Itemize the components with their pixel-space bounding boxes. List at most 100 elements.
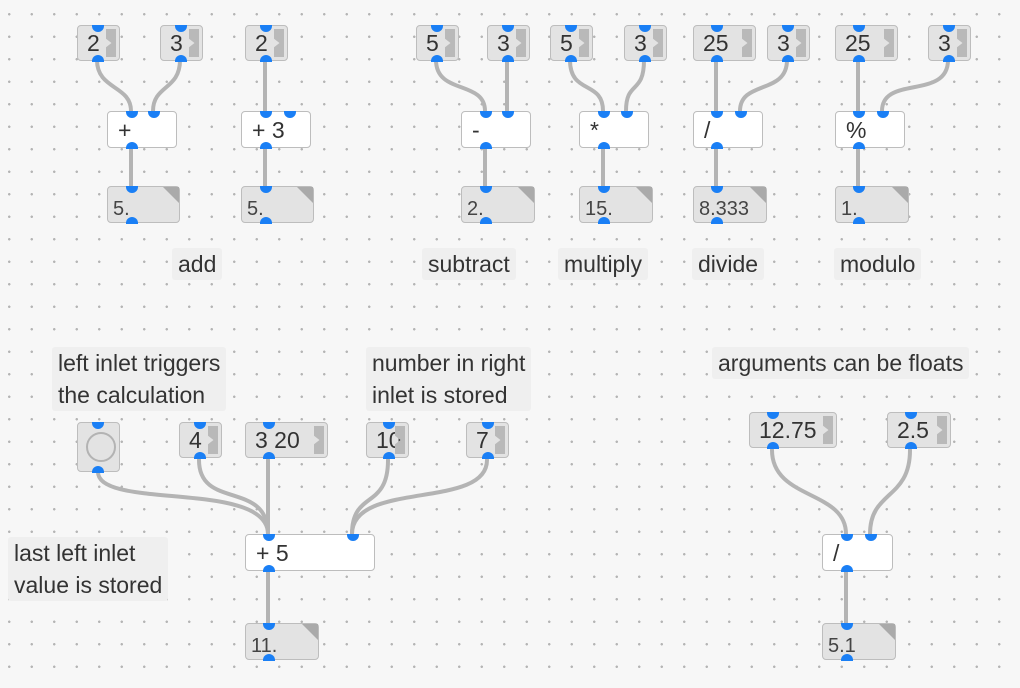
outlet[interactable] — [598, 216, 610, 224]
number-box[interactable]: 1. — [835, 185, 909, 224]
inlet[interactable] — [853, 110, 865, 118]
outlet[interactable] — [767, 441, 779, 449]
outlet[interactable] — [480, 141, 492, 149]
outlet[interactable] — [260, 141, 272, 149]
inlet[interactable] — [565, 24, 577, 32]
inlet[interactable] — [598, 185, 610, 193]
inlet[interactable] — [711, 110, 723, 118]
inlet[interactable] — [431, 24, 443, 32]
object-minus[interactable]: - — [461, 110, 531, 149]
number-box[interactable]: 2. — [461, 185, 535, 224]
number-box[interactable]: 5. — [241, 185, 314, 224]
message-box[interactable]: 4 — [179, 421, 222, 459]
inlet[interactable] — [383, 421, 395, 429]
inlet[interactable] — [263, 421, 275, 429]
object-plus-5[interactable]: + 5 — [245, 533, 375, 572]
message-box[interactable]: 3 — [767, 24, 810, 62]
inlet[interactable] — [711, 185, 723, 193]
object-divide[interactable]: / — [693, 110, 763, 149]
message-box[interactable]: 2.5 — [887, 411, 951, 449]
number-box[interactable]: 15. — [579, 185, 653, 224]
bang-button[interactable] — [77, 421, 120, 473]
outlet[interactable] — [126, 141, 138, 149]
outlet[interactable] — [853, 141, 865, 149]
object-multiply[interactable]: * — [579, 110, 649, 149]
outlet[interactable] — [711, 54, 723, 62]
outlet[interactable] — [194, 451, 206, 459]
object-modulo[interactable]: % — [835, 110, 905, 149]
outlet[interactable] — [502, 54, 514, 62]
inlet[interactable] — [782, 24, 794, 32]
outlet[interactable] — [853, 54, 865, 62]
inlet[interactable] — [126, 110, 138, 118]
inlet[interactable] — [260, 24, 272, 32]
inlet[interactable] — [92, 24, 104, 32]
outlet[interactable] — [482, 451, 494, 459]
outlet[interactable] — [480, 216, 492, 224]
inlet[interactable] — [92, 421, 104, 429]
inlet[interactable] — [905, 411, 917, 419]
message-box[interactable]: 3 — [928, 24, 971, 62]
message-box[interactable]: 5 — [416, 24, 459, 62]
message-box-2b[interactable]: 2 — [245, 24, 288, 62]
outlet[interactable] — [598, 141, 610, 149]
number-box[interactable]: 5. — [107, 185, 180, 224]
message-box-3[interactable]: 3 — [160, 24, 203, 62]
inlet[interactable] — [148, 110, 160, 118]
message-box-2[interactable]: 2 — [77, 24, 120, 62]
outlet[interactable] — [431, 54, 443, 62]
outlet[interactable] — [263, 653, 275, 661]
number-box[interactable]: 11. — [245, 622, 319, 661]
object-divide-float[interactable]: / — [822, 533, 893, 572]
inlet[interactable] — [853, 185, 865, 193]
inlet[interactable] — [284, 110, 296, 118]
outlet[interactable] — [126, 216, 138, 224]
outlet[interactable] — [175, 54, 187, 62]
outlet[interactable] — [383, 451, 395, 459]
inlet[interactable] — [480, 110, 492, 118]
message-box[interactable]: 3 — [624, 24, 667, 62]
message-box[interactable]: 25 — [693, 24, 756, 62]
outlet[interactable] — [841, 653, 853, 661]
outlet[interactable] — [943, 54, 955, 62]
inlet[interactable] — [943, 24, 955, 32]
inlet[interactable] — [598, 110, 610, 118]
inlet[interactable] — [621, 110, 633, 118]
message-box[interactable]: 5 — [550, 24, 593, 62]
inlet[interactable] — [639, 24, 651, 32]
outlet[interactable] — [263, 564, 275, 572]
message-box[interactable]: 7 — [466, 421, 509, 459]
inlet[interactable] — [865, 533, 877, 541]
number-box[interactable]: 8.333 — [693, 185, 767, 224]
inlet[interactable] — [347, 533, 359, 541]
outlet[interactable] — [905, 441, 917, 449]
inlet[interactable] — [263, 533, 275, 541]
inlet[interactable] — [263, 622, 275, 630]
inlet[interactable] — [502, 24, 514, 32]
inlet[interactable] — [841, 622, 853, 630]
message-box[interactable]: 10 — [366, 421, 409, 459]
inlet[interactable] — [767, 411, 779, 419]
object-plus-3[interactable]: + 3 — [241, 110, 311, 149]
message-box[interactable]: 3 — [487, 24, 530, 62]
message-box[interactable]: 12.75 — [749, 411, 837, 449]
inlet[interactable] — [126, 185, 138, 193]
object-plus[interactable]: + — [107, 110, 177, 149]
inlet[interactable] — [735, 110, 747, 118]
outlet[interactable] — [92, 465, 104, 473]
outlet[interactable] — [782, 54, 794, 62]
outlet[interactable] — [263, 451, 275, 459]
outlet[interactable] — [565, 54, 577, 62]
inlet[interactable] — [482, 421, 494, 429]
inlet[interactable] — [711, 24, 723, 32]
inlet[interactable] — [841, 533, 853, 541]
outlet[interactable] — [841, 564, 853, 572]
outlet[interactable] — [260, 216, 272, 224]
inlet[interactable] — [194, 421, 206, 429]
outlet[interactable] — [92, 54, 104, 62]
inlet[interactable] — [260, 110, 272, 118]
outlet[interactable] — [711, 141, 723, 149]
outlet[interactable] — [639, 54, 651, 62]
number-box[interactable]: 5.1 — [822, 622, 896, 661]
inlet[interactable] — [877, 110, 889, 118]
